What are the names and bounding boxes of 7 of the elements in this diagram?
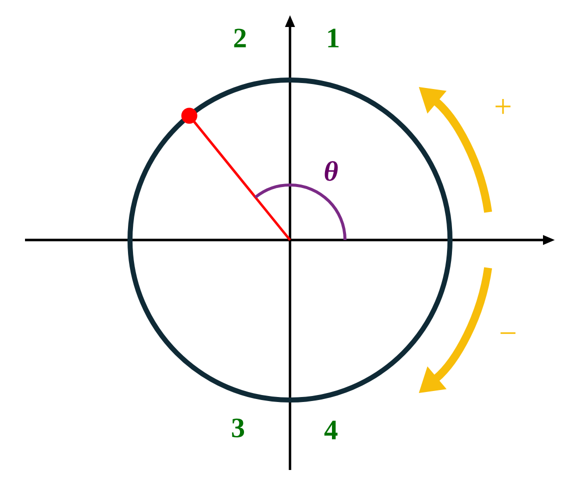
quadrant-number: 1	[328, 28, 339, 48]
quadrant-number: 4	[324, 420, 338, 440]
angle-label: θ	[324, 161, 338, 181]
sign-label: −	[500, 332, 516, 334]
quadrant-number: 2	[234, 28, 246, 48]
quadrant-number: 3	[232, 418, 244, 438]
sign-label: +	[496, 98, 510, 114]
